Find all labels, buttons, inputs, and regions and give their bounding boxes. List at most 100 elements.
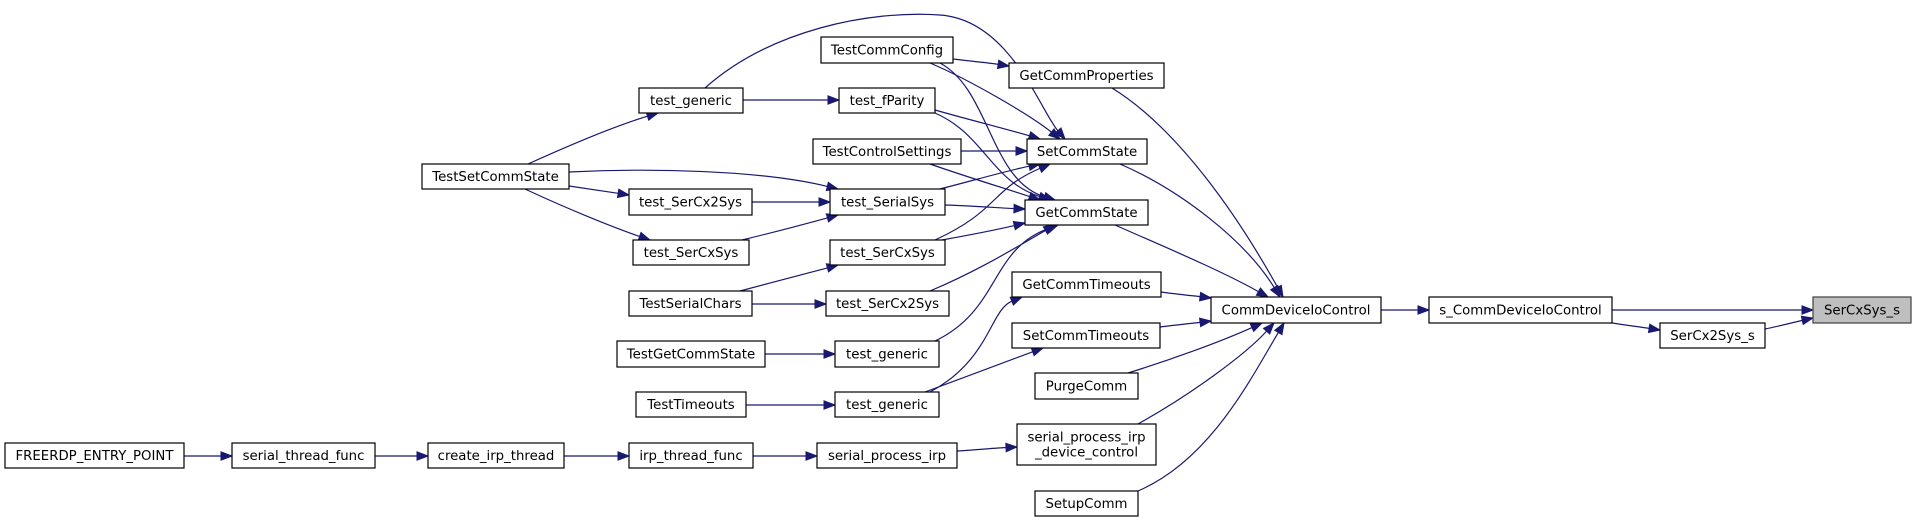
arrowhead-icon: [416, 451, 430, 461]
arrowhead-icon: [1009, 296, 1024, 306]
edge-create_irp_thread-to-irp_thread_func: [564, 451, 631, 461]
arrowhead-icon: [823, 400, 837, 410]
node-label: TestSetCommState: [431, 170, 559, 185]
node-test_generic_c[interactable]: test_generic: [834, 391, 940, 418]
node-test_SerialSys[interactable]: test_SerialSys: [829, 188, 946, 216]
arrowhead-icon: [637, 231, 652, 241]
node-GetCommProperties[interactable]: GetCommProperties: [1008, 62, 1165, 89]
node-box[interactable]: [1210, 296, 1382, 324]
node-box[interactable]: [829, 239, 946, 266]
node-box[interactable]: [1026, 138, 1148, 165]
arrowhead-icon: [1255, 287, 1270, 298]
node-box[interactable]: [1034, 372, 1139, 400]
node-test_SerCxSys_b[interactable]: test_SerCxSys: [829, 239, 946, 266]
node-TestCommConfig[interactable]: TestCommConfig: [820, 36, 954, 64]
node-box[interactable]: [632, 239, 750, 266]
node-test_SerCx2Sys_b[interactable]: test_SerCx2Sys: [825, 290, 950, 317]
node-box[interactable]: [1008, 62, 1165, 89]
node-SetupComm[interactable]: SetupComm: [1034, 490, 1139, 517]
node-test_generic_a[interactable]: test_generic: [638, 87, 744, 114]
node-TestSerialChars[interactable]: TestSerialChars: [628, 290, 753, 317]
node-test_SerCx2Sys_a[interactable]: test_SerCx2Sys: [628, 188, 753, 216]
node-GetCommTimeouts[interactable]: GetCommTimeouts: [1011, 271, 1162, 298]
node-s_CommDeviceIoControl[interactable]: s_CommDeviceIoControl: [1428, 296, 1613, 324]
arrowhead-icon: [1269, 284, 1281, 299]
node-test_SerCxSys_a[interactable]: test_SerCxSys: [632, 239, 750, 266]
edge-GetCommState-to-CommDeviceIoControl: [1114, 224, 1270, 298]
node-TestGetCommState[interactable]: TestGetCommState: [616, 340, 766, 368]
node-serial_process_irp_device_control[interactable]: serial_process_irp_device_control: [1016, 423, 1157, 466]
node-label: GetCommProperties: [1019, 69, 1153, 84]
node-box[interactable]: [628, 188, 753, 216]
node-TestControlSettings[interactable]: TestControlSettings: [812, 138, 962, 165]
edge-line: [1119, 163, 1275, 288]
node-box[interactable]: [1016, 423, 1157, 466]
node-box[interactable]: [1011, 271, 1162, 298]
node-SerCx2Sys_s[interactable]: SerCx2Sys_s: [1659, 322, 1766, 349]
node-box[interactable]: [1034, 490, 1139, 517]
node-serial_process_irp[interactable]: serial_process_irp: [816, 442, 958, 469]
node-irp_thread_func[interactable]: irp_thread_func: [628, 442, 754, 469]
node-box[interactable]: [638, 87, 744, 114]
arrowhead-icon: [1198, 317, 1213, 328]
node-label: FREERDP_ENTRY_POINT: [16, 449, 175, 464]
edge-TestSetCommState-to-test_generic_a: [527, 111, 660, 165]
node-box[interactable]: [825, 290, 950, 317]
node-GetCommState[interactable]: GetCommState: [1024, 199, 1149, 226]
edge-line: [941, 224, 1015, 241]
node-PurgeComm[interactable]: PurgeComm: [1034, 372, 1139, 400]
arrowhead-icon: [1801, 305, 1815, 315]
edge-test_SerCxSys_b-to-GetCommState: [941, 220, 1027, 241]
edge-irp_thread_func-to-serial_process_irp: [753, 451, 819, 461]
node-box[interactable]: [1812, 296, 1912, 324]
node-box[interactable]: [829, 188, 946, 216]
node-box[interactable]: [4, 442, 185, 469]
node-serial_thread_func[interactable]: serial_thread_func: [231, 442, 376, 469]
node-create_irp_thread[interactable]: create_irp_thread: [427, 442, 565, 469]
node-box[interactable]: [421, 163, 570, 190]
node-label: GetCommTimeouts: [1022, 278, 1150, 293]
node-test_fParity[interactable]: test_fParity: [838, 87, 936, 114]
node-label: SetCommState: [1037, 145, 1137, 160]
edge-SetCommState-to-CommDeviceIoControl: [1119, 163, 1281, 299]
node-box[interactable]: [427, 442, 565, 469]
node-CommDeviceIoControl[interactable]: CommDeviceIoControl: [1210, 296, 1382, 324]
edge-line: [1764, 319, 1803, 330]
node-box[interactable]: [834, 391, 940, 418]
edge-line: [956, 446, 1007, 452]
node-box[interactable]: [616, 340, 766, 368]
node-test_generic_b[interactable]: test_generic: [834, 340, 940, 368]
node-box[interactable]: [1011, 322, 1161, 349]
node-label: create_irp_thread: [438, 449, 555, 464]
node-box[interactable]: [816, 442, 958, 469]
node-label: GetCommState: [1035, 206, 1137, 221]
edge-test_generic_c-to-SetCommTimeouts: [924, 347, 1045, 393]
edge-s_CommDeviceIoControl-to-SerCxSys_s: [1612, 305, 1815, 315]
node-SetCommTimeouts[interactable]: SetCommTimeouts: [1011, 322, 1161, 349]
arrowhead-icon: [1647, 323, 1662, 334]
node-SerCxSys_s[interactable]: SerCxSys_s: [1812, 296, 1912, 324]
node-label: SerCxSys_s: [1824, 304, 1900, 319]
node-box[interactable]: [1659, 322, 1766, 349]
node-box[interactable]: [838, 87, 936, 114]
edge-TestSerialChars-to-test_SerCx2Sys_b: [751, 299, 828, 309]
node-TestSetCommState[interactable]: TestSetCommState: [421, 163, 570, 190]
arrowhead-icon: [1037, 163, 1052, 174]
node-box[interactable]: [812, 138, 962, 165]
node-box[interactable]: [820, 36, 954, 64]
node-box[interactable]: [1428, 296, 1613, 324]
node-box[interactable]: [635, 391, 747, 418]
node-TestTimeouts[interactable]: TestTimeouts: [635, 391, 747, 418]
node-box[interactable]: [628, 290, 753, 317]
edge-GetCommProperties-to-CommDeviceIoControl: [1111, 87, 1284, 299]
node-box[interactable]: [1024, 199, 1149, 226]
node-FREERDP_ENTRY_POINT[interactable]: FREERDP_ENTRY_POINT: [4, 442, 185, 469]
node-box[interactable]: [628, 442, 754, 469]
node-box[interactable]: [834, 340, 940, 368]
node-box[interactable]: [231, 442, 376, 469]
node-SetCommState[interactable]: SetCommState: [1026, 138, 1148, 165]
arrowhead-icon: [616, 188, 631, 199]
edge-GetCommTimeouts-to-CommDeviceIoControl: [1160, 291, 1213, 302]
arrowhead-icon: [805, 451, 819, 461]
